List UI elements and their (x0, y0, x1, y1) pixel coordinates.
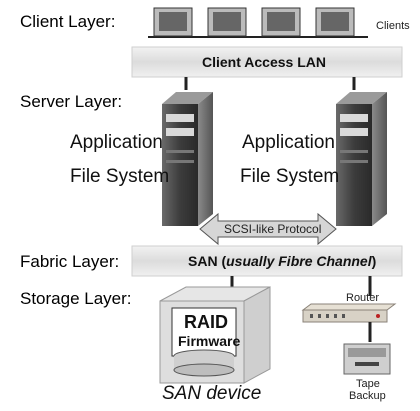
clients-label: Clients (376, 20, 410, 32)
san-label-emphasis: usually Fibre Channel (226, 253, 372, 269)
server-tower-icon (336, 92, 387, 226)
san-band (131, 245, 403, 277)
server-layer-label: Server Layer: (20, 92, 123, 111)
san-label-prefix: SAN ( (188, 253, 227, 269)
server-2-filesystem-label: File System (240, 166, 340, 187)
storage-layer-label: Storage Layer: (20, 289, 132, 308)
tape-label: Tape (356, 378, 380, 390)
client-layer-label: Client Layer: (20, 12, 116, 31)
server-tower-icon (162, 92, 213, 226)
monitor-icon (315, 7, 355, 37)
san-device-label: SAN device (162, 383, 262, 404)
firmware-label: Firmware (178, 333, 241, 349)
san-label: SAN (usually Fibre Channel) (188, 253, 376, 269)
san-label-suffix: ) (371, 253, 377, 269)
server-2-application-label: Application (242, 132, 335, 153)
fabric-layer-label: Fabric Layer: (20, 252, 120, 271)
backup-label: Backup (349, 390, 386, 402)
client-monitors (148, 7, 368, 38)
router-label: Router (346, 292, 380, 304)
scsi-protocol-label: SCSI-like Protocol (224, 222, 322, 236)
server-1-filesystem-label: File System (70, 166, 170, 187)
monitor-icon (153, 7, 193, 37)
monitor-icon (261, 7, 301, 37)
raid-label: RAID (184, 312, 228, 332)
client-lan-label: Client Access LAN (202, 54, 326, 70)
san-device-box (159, 286, 271, 384)
monitor-icon (207, 7, 247, 37)
client-lan-band (131, 46, 403, 78)
router-icon (301, 303, 397, 323)
tape-backup-icon (343, 343, 391, 375)
scsi-double-arrow (199, 212, 337, 246)
server-1-application-label: Application (70, 132, 163, 153)
